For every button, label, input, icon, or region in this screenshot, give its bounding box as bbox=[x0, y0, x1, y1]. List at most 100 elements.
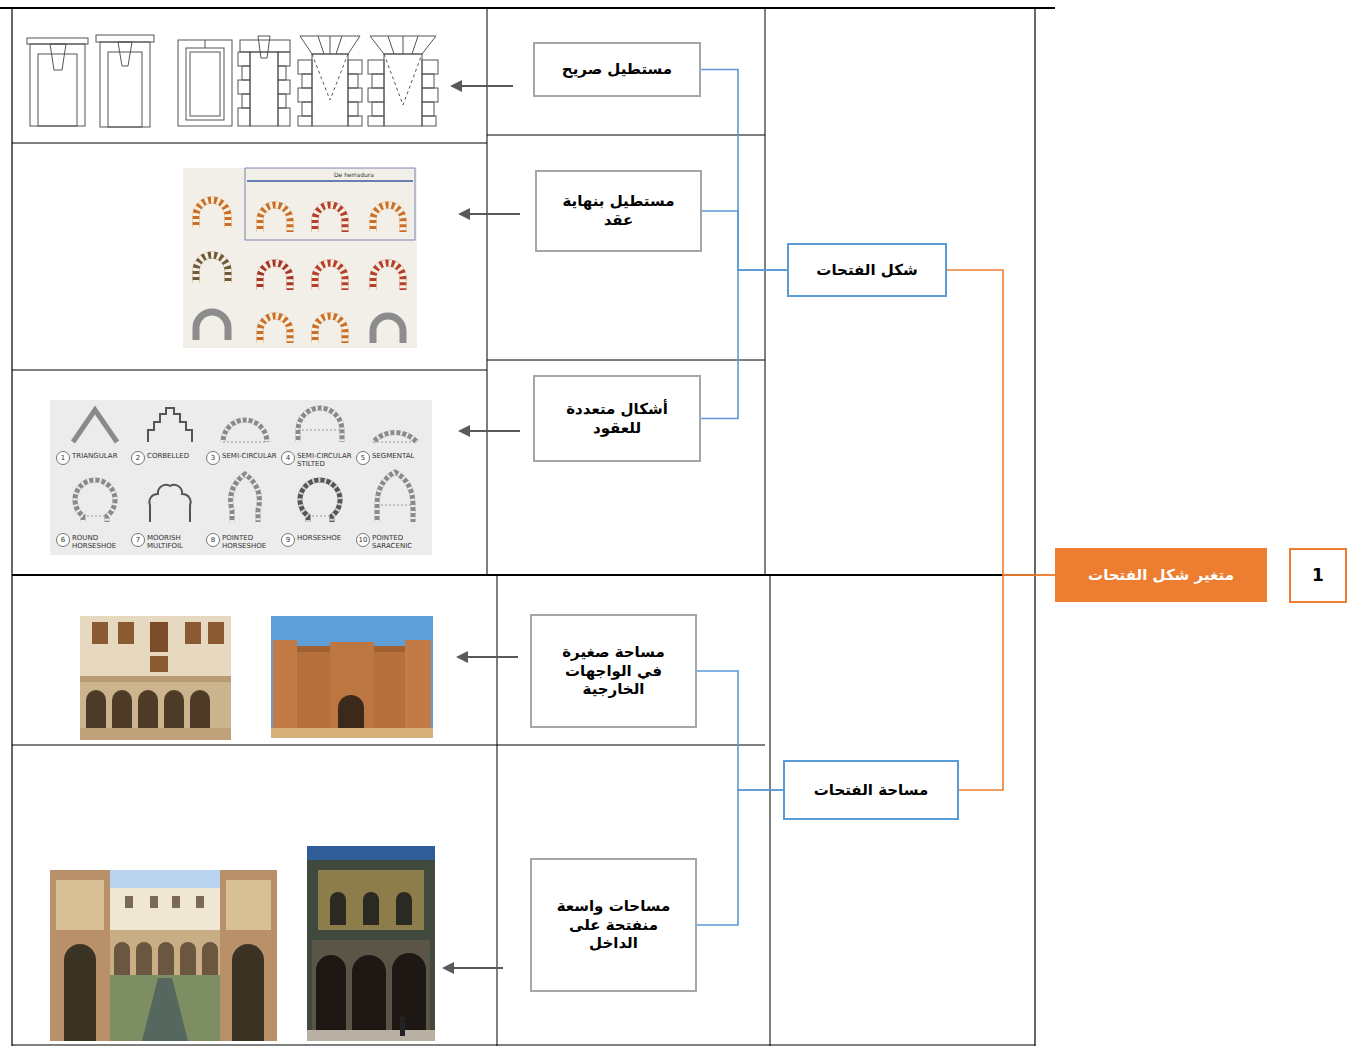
mosque-facade-photo bbox=[307, 846, 435, 860]
arch-chart bbox=[247, 180, 413, 182]
arch-chart bbox=[315, 205, 345, 232]
callout-number: 1 bbox=[1289, 548, 1347, 603]
arch-name: SEGMENTAL bbox=[372, 452, 434, 460]
callout-number: 3 bbox=[205, 453, 221, 463]
leader-arrow bbox=[468, 213, 520, 215]
mosque-facade-photo bbox=[307, 1030, 435, 1041]
arch-types-drawing bbox=[50, 400, 432, 555]
table-line bbox=[487, 8, 488, 575]
window-drawing bbox=[50, 44, 66, 70]
window-drawing bbox=[27, 38, 88, 44]
window-drawing bbox=[38, 54, 77, 126]
arch-types-drawing bbox=[298, 408, 342, 442]
arch-types-drawing bbox=[231, 474, 260, 522]
window-drawing bbox=[388, 36, 394, 54]
arch-types-drawing bbox=[373, 432, 417, 442]
window-drawing bbox=[300, 36, 360, 54]
palace-courtyard-photo bbox=[114, 942, 130, 975]
window-drawing bbox=[302, 74, 312, 88]
node-text: مساحات واسعة منفتحة على الداخل bbox=[553, 897, 675, 953]
courtyard-photo bbox=[80, 682, 231, 728]
courtyard-photo bbox=[138, 690, 158, 728]
window-drawing bbox=[318, 36, 324, 54]
mosque-facade-photo bbox=[392, 953, 426, 1030]
figure-caption: De herradura bbox=[300, 171, 408, 178]
arch-chart bbox=[373, 205, 403, 232]
leader-arrow bbox=[452, 967, 503, 969]
table-line bbox=[487, 360, 765, 361]
leader-arrow bbox=[458, 425, 470, 437]
arch-types-drawing bbox=[149, 485, 190, 522]
courtyard-photo bbox=[185, 622, 201, 644]
courtyard-photo bbox=[80, 676, 231, 682]
window-drawing bbox=[330, 36, 331, 54]
mosque-facade-photo bbox=[400, 1022, 405, 1036]
castle-photo bbox=[330, 642, 374, 730]
item-box: مساحات واسعة منفتحة على الداخل bbox=[530, 858, 697, 992]
window-drawing bbox=[27, 35, 438, 127]
window-drawing bbox=[312, 54, 348, 126]
table-line bbox=[11, 8, 12, 1046]
palace-courtyard-photo bbox=[110, 975, 220, 1041]
mosque-facade-photo bbox=[363, 892, 379, 925]
window-drawing bbox=[258, 36, 270, 58]
table-line bbox=[12, 745, 765, 746]
leader-arrow bbox=[442, 80, 520, 974]
callout-circle bbox=[57, 452, 370, 547]
arch-name: POINTED SARACENIC bbox=[372, 534, 434, 550]
callout-number: 1 bbox=[55, 453, 71, 463]
mosque-facade-photo bbox=[312, 940, 430, 1030]
bracket-connector bbox=[947, 270, 1055, 575]
window-drawing bbox=[238, 52, 250, 66]
node-text: أشكال متعددة للعقود bbox=[556, 400, 678, 438]
window-drawing bbox=[278, 80, 290, 94]
arch-name: ROUND HORSESHOE bbox=[72, 534, 134, 550]
bracket-connector bbox=[701, 70, 787, 271]
window-drawing bbox=[422, 60, 438, 74]
castle-photo bbox=[338, 695, 364, 730]
node-text: مساحة صغيرة في الواجهات الخارجية bbox=[553, 643, 675, 699]
courtyard-photo bbox=[80, 616, 231, 740]
palace-courtyard-photo bbox=[50, 870, 110, 1041]
palace-courtyard-photo bbox=[232, 944, 264, 1041]
window-drawing bbox=[30, 44, 85, 126]
arch-types-drawing bbox=[83, 516, 107, 517]
window-drawing bbox=[348, 102, 358, 116]
arch-types-drawing bbox=[377, 472, 413, 522]
leader-arrow bbox=[468, 430, 520, 432]
arch-types-drawing bbox=[373, 442, 417, 443]
mosque-facade-photo bbox=[307, 846, 435, 1041]
palace-courtyard-photo bbox=[196, 896, 204, 908]
arch-chart bbox=[183, 168, 417, 348]
window-drawing bbox=[368, 60, 384, 74]
arch-types-drawing bbox=[223, 420, 267, 442]
window-drawing bbox=[336, 36, 342, 54]
window-drawing bbox=[250, 52, 278, 126]
arch-types-drawing bbox=[377, 505, 413, 506]
courtyard-photo bbox=[118, 622, 134, 644]
arch-chart bbox=[373, 263, 403, 290]
window-drawing bbox=[370, 36, 436, 54]
node-text: شكل الفتحات bbox=[816, 261, 917, 280]
arch-types-drawing bbox=[223, 442, 267, 443]
castle-photo bbox=[405, 640, 431, 730]
table-line bbox=[765, 8, 766, 575]
window-drawing bbox=[422, 116, 436, 126]
callout-number: 8 bbox=[205, 535, 221, 545]
callout-number: 9 bbox=[280, 535, 296, 545]
table-line bbox=[0, 8, 1055, 1046]
arch-chart bbox=[196, 255, 228, 283]
window-drawing bbox=[422, 102, 434, 116]
arch-types-drawing bbox=[73, 410, 117, 442]
leader-arrow bbox=[466, 656, 518, 658]
arch-name: SEMI-CIRCULAR bbox=[222, 452, 284, 460]
arch-types-drawing bbox=[50, 400, 432, 555]
table-line bbox=[497, 575, 498, 1046]
arch-chart bbox=[245, 168, 415, 240]
bracket-connector bbox=[959, 575, 1055, 790]
palace-courtyard-photo bbox=[110, 930, 220, 975]
arch-chart bbox=[260, 316, 290, 343]
item-box: مستطيل صريح bbox=[533, 42, 701, 97]
palace-courtyard-photo bbox=[220, 870, 277, 1041]
